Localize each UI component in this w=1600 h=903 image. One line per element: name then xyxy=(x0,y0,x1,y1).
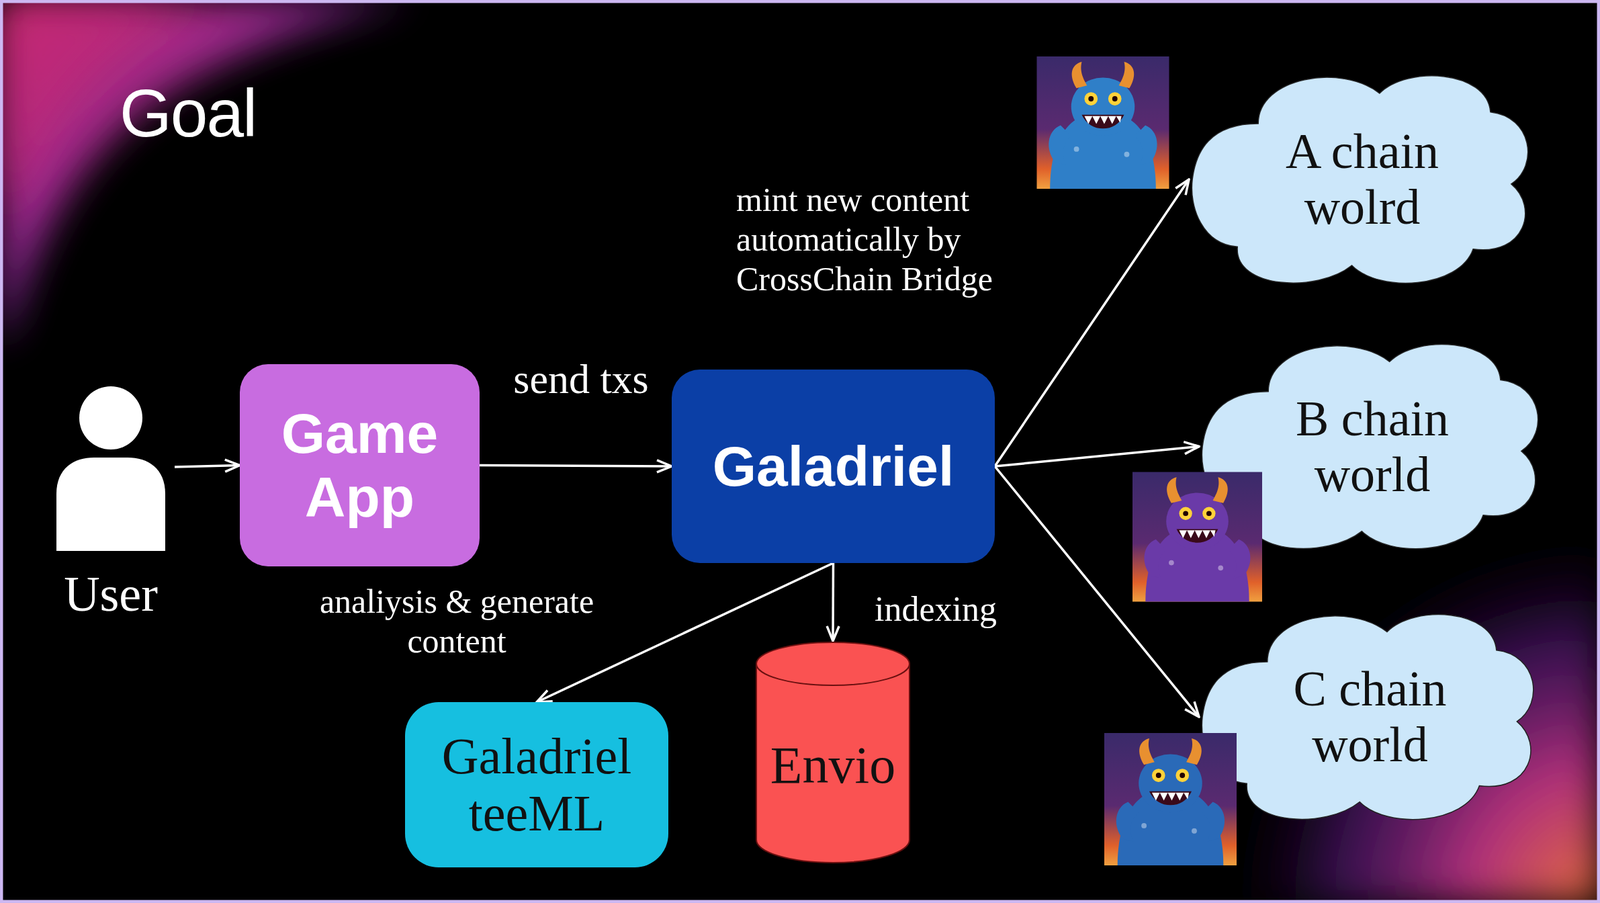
chain-cloud: B chain world xyxy=(1198,331,1546,561)
chain-cloud: A chain wolrd xyxy=(1188,63,1536,296)
node-label: Galadriel xyxy=(712,434,955,498)
node-label: Envio xyxy=(770,735,896,794)
node-label: Game App xyxy=(254,401,465,528)
arrow-connector xyxy=(994,446,1199,467)
app-box: Game App xyxy=(239,364,480,567)
edge-label: analiysis & generate content xyxy=(315,581,598,661)
node-label: B chain world xyxy=(1258,390,1487,503)
service-box: Galadriel teeML xyxy=(405,701,669,868)
chain-cloud: C chain world xyxy=(1198,601,1541,832)
database-cylinder: Envio xyxy=(754,640,911,863)
node-label: A chain wolrd xyxy=(1248,123,1477,236)
arrow-connector xyxy=(994,179,1189,467)
node-label: User xyxy=(63,566,158,622)
edge-label: send txs xyxy=(490,354,672,404)
edge-label: indexing xyxy=(858,588,1013,630)
arrow-connector xyxy=(831,562,835,641)
title: Goal xyxy=(119,75,256,151)
node-label: C chain world xyxy=(1256,660,1485,773)
arrow-connector xyxy=(994,466,1199,717)
edge-label: mint new content automatically by CrossC… xyxy=(736,180,1073,299)
platform-box: Galadriel xyxy=(671,369,995,563)
monster-image xyxy=(1037,56,1170,189)
arrow-connector xyxy=(174,465,240,467)
user-actor: User xyxy=(47,379,175,625)
arrow-connector xyxy=(479,465,672,467)
node-label: Galadriel teeML xyxy=(419,727,654,842)
